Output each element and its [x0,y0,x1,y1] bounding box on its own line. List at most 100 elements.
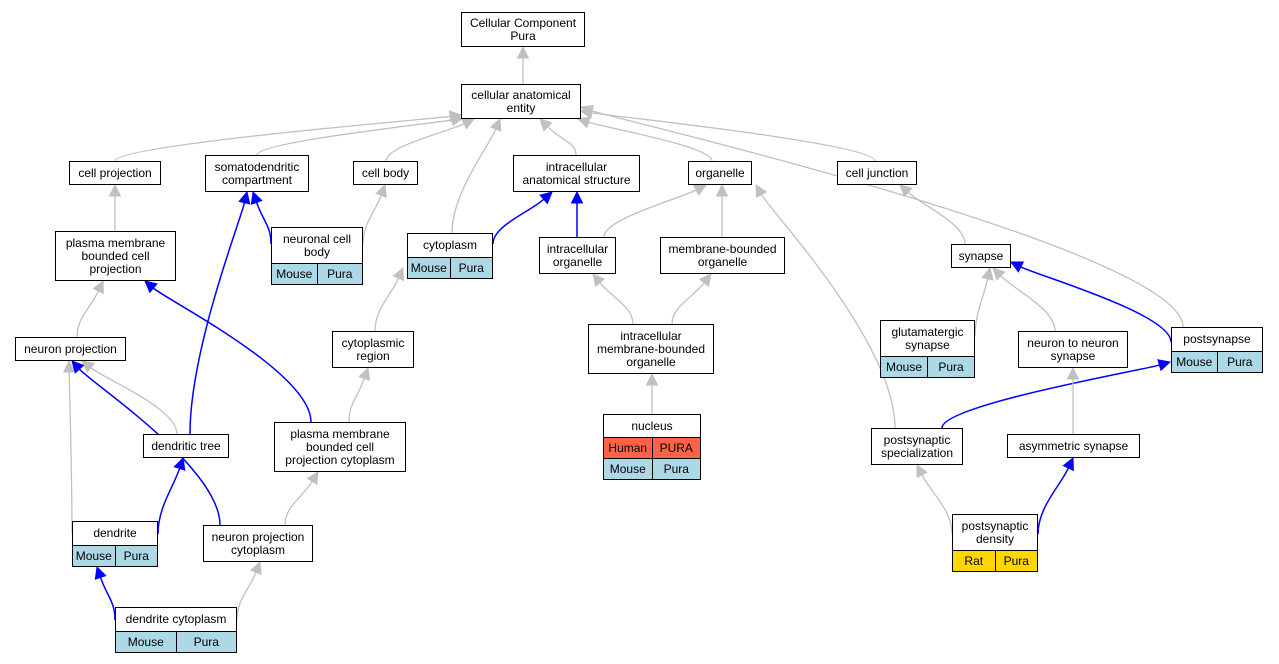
node-synapse[interactable]: synapse [951,244,1011,268]
species-tag: Mouse [408,258,450,278]
node-label-line: neuron projection [211,529,305,544]
species-tag: Human [604,438,652,458]
node-label-line: bounded cell [81,248,150,263]
edge-arrowhead [539,118,553,132]
edge-arrowhead [144,280,158,294]
node-label: dendritic tree [144,435,228,457]
edge-arrowhead [539,191,553,205]
node-organelle[interactable]: organelle [688,161,752,185]
node-label-line: synapse [958,248,1004,263]
node-label-line: plasma membrane [65,235,166,250]
gene-tag: PURA [651,438,700,458]
edge-arrowhead [645,372,659,386]
edge-part-of-dendrite-to-dtree [157,468,181,535]
node-label-line: cytoplasm [422,238,478,252]
node-label-line: intracellular [546,241,609,256]
edge-arrowhead [1062,456,1074,472]
edge-arrowhead [992,267,1006,281]
gene-tag: Pura [114,546,157,566]
node-label-line: specialization [880,445,954,460]
node-label: postsynapse [1172,328,1262,351]
node-neuronproj[interactable]: neuron projection [15,337,126,361]
edge-arrowhead [692,184,707,196]
edge-arrowhead [173,456,186,471]
gene-tag: Pura [449,258,492,278]
node-label-line: density [975,531,1015,546]
node-cellbody[interactable]: cell body [353,161,418,185]
species-tag: Mouse [1172,352,1217,372]
node-label-line: bounded cell [305,439,375,454]
edge-is-a-npc-to-pmbcpc [284,480,313,526]
node-label: nucleus [604,415,700,437]
edge-arrowhead [579,105,594,117]
node-label-line: plasma membrane [290,426,390,441]
node-label-line: cell projection [78,165,152,180]
edge-is-a-dtree-to-neuronproj [90,367,178,435]
node-asym[interactable]: asymmetric synapse [1007,434,1140,458]
species-tag: Mouse [604,459,652,479]
edge-arrowhead [249,560,262,576]
node-label: asymmetric synapse [1008,435,1139,457]
node-label-line: cytoplasm [230,542,286,557]
species-tag: Mouse [116,632,176,652]
node-label-line: dendritic tree [151,438,221,453]
edge-arrowhead [108,183,122,197]
edge-arrowhead [81,360,95,374]
edge-part-of-cytoplasm-to-ias [492,198,545,245]
node-label-line: compartment [221,172,293,187]
edge-arrowhead [94,565,107,580]
edge-arrowhead [981,266,994,281]
edge-part-of-ncb-to-somato [255,202,272,245]
node-label-line: Cellular Component [469,15,577,30]
edge-arrowhead [238,190,251,205]
node-dtree[interactable]: dendritic tree [143,434,229,458]
node-celljunc[interactable]: cell junction [837,161,917,185]
node-label-line: Pura [510,28,536,43]
edge-arrowhead [250,190,263,205]
edge-arrowhead [392,266,405,282]
node-label: cytoplasm [408,234,492,257]
edge-arrowhead [516,45,530,59]
node-label-line: intracellular [620,328,682,343]
species-tag: Mouse [73,546,115,566]
node-cellproj[interactable]: cell projection [69,161,161,185]
edge-arrowhead [899,184,913,198]
edge-is-a-imbo-to-iorg [599,282,634,325]
node-label-line: neuron projection [24,341,117,356]
edge-is-a-cellproj-to-cae [114,115,451,162]
